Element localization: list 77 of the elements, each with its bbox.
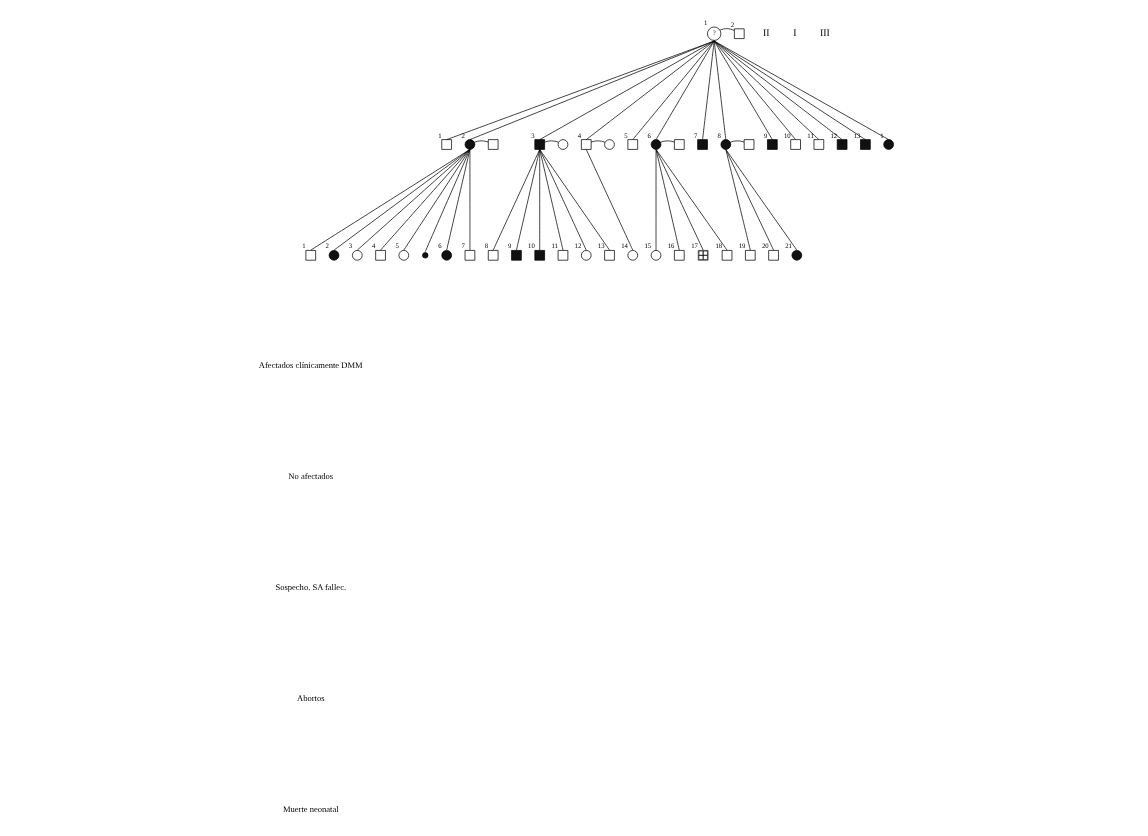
connector: [590, 140, 606, 143]
node-circle: [352, 250, 363, 261]
node-circle: [581, 250, 592, 261]
connector: [655, 149, 704, 251]
node-box: [627, 139, 639, 150]
node-box: [441, 139, 452, 150]
connector: [539, 40, 715, 140]
node-box: [768, 250, 779, 261]
node-circle: [720, 139, 732, 150]
node-circle: [791, 250, 803, 261]
connector: [424, 149, 471, 252]
connector: [585, 149, 634, 251]
connector: [544, 140, 559, 143]
node-box: [487, 250, 499, 261]
connector: [713, 40, 773, 140]
connector: [585, 40, 715, 140]
connector: [713, 40, 843, 140]
node-box: [813, 139, 825, 150]
node-box: [674, 250, 685, 261]
node-box: [860, 139, 871, 150]
node-box: [674, 139, 685, 150]
node-box: [305, 250, 317, 261]
node-box: [767, 139, 778, 150]
connector: [719, 28, 735, 31]
connector: [469, 149, 471, 251]
connector: [655, 40, 715, 140]
connector: [539, 149, 610, 251]
connector: [539, 149, 564, 251]
connector: [725, 149, 751, 251]
node-box: [581, 139, 592, 150]
connector: [655, 149, 680, 251]
connector: [539, 149, 541, 251]
node-box: [745, 250, 756, 261]
node-circle: [557, 139, 569, 150]
connector: [632, 40, 715, 140]
node-box: [375, 250, 386, 261]
node-box: [487, 139, 499, 150]
node-box: [836, 139, 848, 150]
connector: [725, 149, 798, 251]
node-box: [743, 139, 755, 150]
node-box: [534, 250, 545, 261]
node-box: [734, 28, 745, 39]
node-circle: [604, 139, 615, 150]
connector: [539, 149, 587, 251]
node-circle: [328, 250, 340, 261]
connector: [702, 40, 715, 140]
node-box: [721, 250, 733, 261]
node-box: [697, 139, 708, 150]
connector: [356, 149, 471, 251]
node-circle: [650, 250, 662, 261]
node-circle: [883, 139, 894, 150]
connector: [713, 40, 727, 140]
connector: [446, 149, 471, 251]
node-circle: [441, 250, 452, 261]
node-circle: [398, 250, 410, 261]
node-box: [464, 250, 476, 261]
connector: [725, 149, 774, 251]
connector: [660, 140, 675, 143]
connector: [492, 149, 541, 251]
connector: [729, 140, 745, 143]
node-circle: [422, 252, 429, 259]
node-box: [790, 139, 801, 150]
connector: [380, 149, 471, 251]
connector: [713, 40, 820, 140]
connector: [473, 140, 489, 143]
connector: [516, 149, 541, 251]
connector: [655, 149, 657, 251]
node-circle: [650, 139, 662, 150]
node-box: [557, 250, 569, 261]
node-circle: [464, 139, 476, 150]
node-box: [534, 139, 545, 150]
node-box: [511, 250, 522, 261]
connector: [713, 40, 796, 140]
connector: [403, 149, 471, 251]
node-box: [604, 250, 615, 261]
connector: [655, 149, 728, 251]
node-circle: [627, 250, 639, 261]
